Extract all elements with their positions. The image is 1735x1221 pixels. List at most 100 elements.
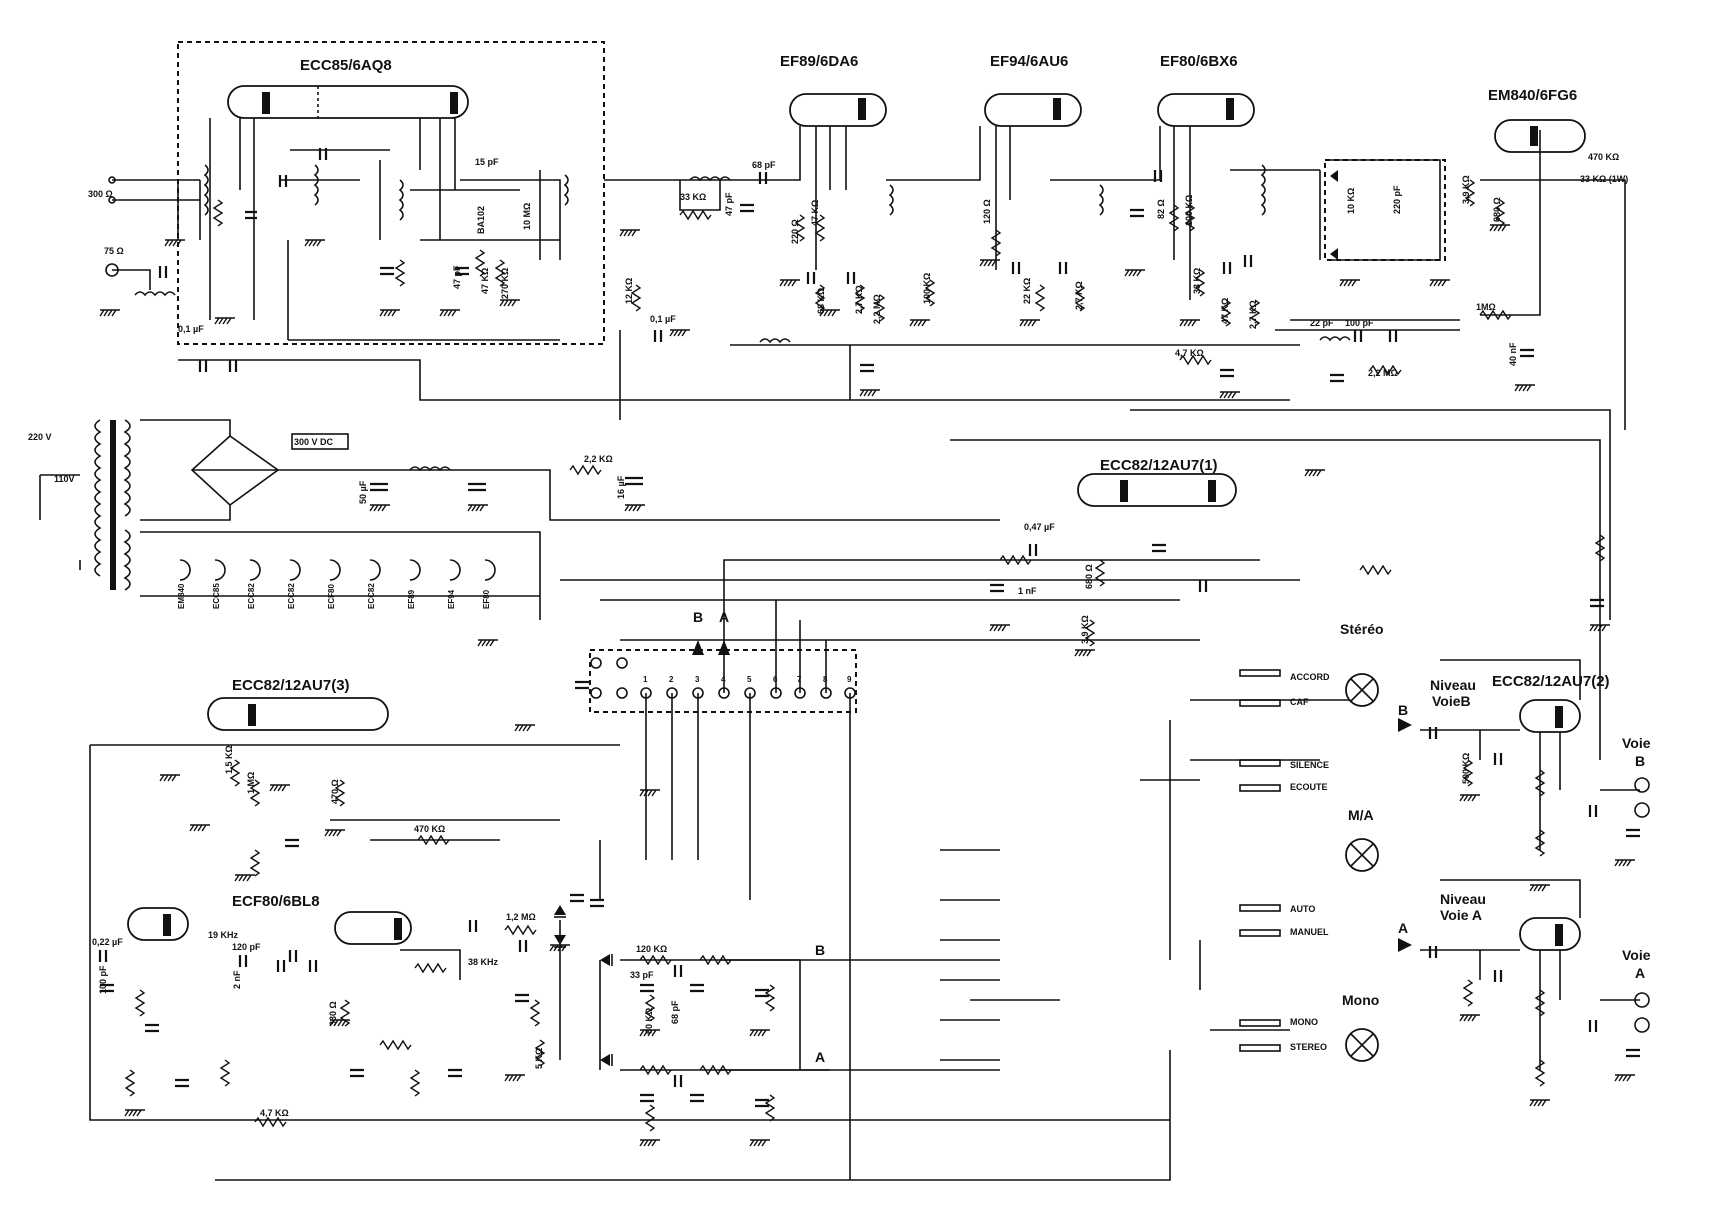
lamp-label-mono: Mono xyxy=(1342,992,1379,1008)
tube-label: ECC82/12AU7(1) xyxy=(1100,457,1218,474)
component-value-label: 2,7 KΩ xyxy=(1248,300,1258,329)
pin-label: 5 xyxy=(747,675,752,684)
component-value-label: 47 KΩ xyxy=(1220,298,1230,324)
component-value-label: 300 V DC xyxy=(294,437,334,447)
component-value-label: 0,1 µF xyxy=(178,324,204,334)
component-value-label: 110V xyxy=(54,474,75,484)
connector-pins: 1 2 3 4 5 6 7 8 9 xyxy=(590,657,856,699)
switch-label: MONO xyxy=(1290,1017,1318,1027)
component-value-label: 1 MΩ xyxy=(246,772,256,794)
pin-label: 3 xyxy=(695,675,700,684)
component-value-label: 100 pF xyxy=(98,965,108,994)
tube-label: EF89/6DA6 xyxy=(780,53,858,70)
switch-label: MANUEL xyxy=(1290,927,1329,937)
component-value-label: 100 pF xyxy=(1345,318,1374,328)
component-value-label: 500 KΩ xyxy=(1461,753,1471,784)
arrow-label-b: B xyxy=(693,609,703,625)
tube-label: EF80/6BX6 xyxy=(1160,53,1238,70)
component-value-label: 38 KHz xyxy=(468,957,499,967)
resistors xyxy=(124,179,1606,1132)
pin-label: 2 xyxy=(669,675,674,684)
component-value-label: 470 KΩ xyxy=(414,824,445,834)
tube-label: EM840/6FG6 xyxy=(1488,87,1577,104)
tube-label: ECC82/12AU7(2) xyxy=(1492,673,1610,690)
component-value-label: 2,2 MΩ xyxy=(872,294,882,324)
component-value-label: 220 pF xyxy=(1392,185,1402,214)
component-value-label: 68 pF xyxy=(752,160,776,170)
tube-label: ECC85/6AQ8 xyxy=(300,57,392,74)
component-value-label: 4,7 KΩ xyxy=(1175,348,1204,358)
component-value-label: ECC82 xyxy=(247,583,256,609)
level-labels: Niveau VoieB Niveau Voie A Voie B Voie A xyxy=(1430,677,1651,1033)
component-labels: 300 Ω 75 Ω 15 pF BA102 10 MΩ 47 pF 47 KΩ… xyxy=(28,152,1628,1118)
component-value-label: EF80 xyxy=(482,589,491,609)
tube-ecc82-2: ECC82/12AU7(2) xyxy=(1492,673,1610,951)
component-value-label: 75 Ω xyxy=(104,246,124,256)
component-value-label: 470 Ω xyxy=(330,779,340,804)
level-a-line1: Niveau xyxy=(1440,891,1486,907)
tube-ecf80: ECF80/6BL8 xyxy=(127,893,412,945)
voie-a-line1: Voie xyxy=(1622,947,1651,963)
component-value-label: 47 pF xyxy=(724,192,734,216)
component-value-label: 22 KΩ xyxy=(1022,278,1032,304)
component-value-label: 5 KΩ xyxy=(534,1048,544,1069)
tube-ef80: EF80/6BX6 xyxy=(1157,53,1255,127)
component-value-label: 2,7 KΩ xyxy=(1074,281,1084,310)
component-value-label: 0,22 µF xyxy=(92,937,123,947)
pin-label: 8 xyxy=(823,675,828,684)
component-value-label: 680 Ω xyxy=(1084,564,1094,589)
voie-b-line1: Voie xyxy=(1622,735,1651,751)
component-value-label: 220 V xyxy=(28,432,52,442)
input-a-label: A xyxy=(1398,920,1408,936)
level-a-line2: Voie A xyxy=(1440,907,1482,923)
component-value-label: 16 µF xyxy=(616,475,626,499)
component-value-label: 10 MΩ xyxy=(522,203,532,230)
component-value-label: 60 KΩ xyxy=(644,1008,654,1034)
decoder-out-b: B xyxy=(815,942,825,958)
switch-label: ECOUTE xyxy=(1290,782,1328,792)
component-value-label: 220 Ω xyxy=(790,219,800,244)
switch-label: AUTO xyxy=(1290,904,1315,914)
component-value-label: EF94 xyxy=(447,589,456,609)
pin-label: 6 xyxy=(773,675,778,684)
component-value-label: 270 KΩ xyxy=(500,268,510,299)
component-value-label: 1MΩ xyxy=(1476,302,1496,312)
component-value-label: 47 KΩ xyxy=(810,200,820,226)
lamp-label-ma: M/A xyxy=(1348,807,1374,823)
switch-label: ACCORD xyxy=(1290,672,1330,682)
component-value-label: 3,9 KΩ xyxy=(1080,615,1090,644)
component-value-label: 33 KΩ (1W) xyxy=(1580,174,1628,184)
switch-label: CAF xyxy=(1290,697,1309,707)
component-value-label: 300 Ω xyxy=(88,189,113,199)
level-b-line1: Niveau xyxy=(1430,677,1476,693)
tube-ecc85: ECC85/6AQ8 xyxy=(227,57,469,119)
tube-label: ECC82/12AU7(3) xyxy=(232,677,350,694)
component-value-label: BA102 xyxy=(476,206,486,234)
tube-ecc82-3: ECC82/12AU7(3) xyxy=(207,677,389,731)
tube-label: ECF80/6BL8 xyxy=(232,893,320,910)
component-value-label: 470 KΩ xyxy=(1588,152,1619,162)
ground-symbols xyxy=(99,224,1635,1147)
component-value-label: 68 pF xyxy=(670,1000,680,1024)
component-value-label: 40 nF xyxy=(1508,342,1518,366)
component-value-label: 100 KΩ xyxy=(1184,195,1194,226)
tube-label: EF94/6AU6 xyxy=(990,53,1068,70)
heater-labels: EM840 ECC85 ECC82 ECC82 ECF80 ECC82 EF89… xyxy=(177,583,491,609)
component-value-label: 2,7 KΩ xyxy=(854,285,864,314)
component-value-label: 1,2 MΩ xyxy=(506,912,536,922)
component-value-label: 120 Ω xyxy=(982,199,992,224)
component-value-label: 47 KΩ xyxy=(480,268,490,294)
component-value-label: 47 pF xyxy=(452,265,462,289)
pin-label: 4 xyxy=(721,675,726,684)
component-value-label: 1,5 KΩ xyxy=(224,745,234,774)
component-value-label: 0,47 µF xyxy=(1024,522,1055,532)
component-value-label: 12 KΩ xyxy=(624,278,634,304)
decoder-out-a: A xyxy=(815,1049,825,1065)
voie-a-line2: A xyxy=(1635,965,1645,981)
output-arrows: B A B A B A xyxy=(692,609,1412,1065)
pin-label: 9 xyxy=(847,675,852,684)
component-value-label: 50 µF xyxy=(358,480,368,504)
capacitors xyxy=(98,148,1640,1108)
component-value-label: 680 Ω xyxy=(1492,197,1502,222)
ratio-detector-box xyxy=(1324,159,1446,261)
